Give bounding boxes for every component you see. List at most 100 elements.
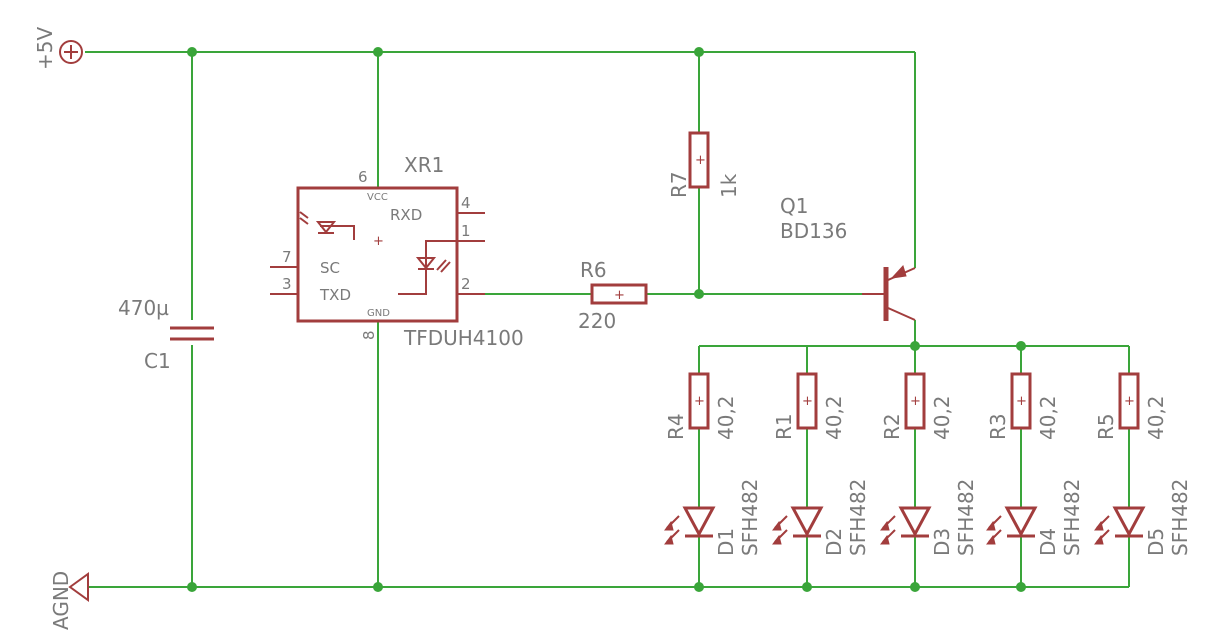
ground-symbol: AGND xyxy=(49,571,89,630)
branch-diode-name: D3 xyxy=(930,528,954,556)
svg-text:+: + xyxy=(614,288,625,303)
branch-resistor-value: 40,2 xyxy=(1144,395,1168,440)
ic-pin-2-number: 2 xyxy=(461,275,471,293)
transistor-emitter-arrow-icon xyxy=(890,265,907,279)
resistor-plus-mark: + xyxy=(802,394,813,409)
emission-arrowhead-icon xyxy=(772,534,782,545)
branch-diode-name: D5 xyxy=(1144,528,1168,556)
light-arrow-icon xyxy=(299,211,309,225)
resistor-r7-body xyxy=(688,131,710,189)
ic-vcc-label: VCC xyxy=(367,192,388,203)
led-diode-icon xyxy=(898,506,932,538)
led-diode-icon xyxy=(682,506,716,538)
junction-dot xyxy=(187,582,197,592)
supply-circle-icon xyxy=(59,40,83,64)
ic-pin-1-number: 1 xyxy=(461,222,471,240)
capacitor-name: C1 xyxy=(144,349,171,373)
branch-resistor-name: R5 xyxy=(1094,413,1118,440)
branch-diode-part: SFH482 xyxy=(738,479,762,556)
branch-resistor-body xyxy=(688,372,710,430)
supply-symbol: +5V xyxy=(33,27,83,70)
ground-triangle-icon xyxy=(68,572,89,602)
branch-diode-name: D2 xyxy=(822,528,846,556)
ic-pin-3-number: 3 xyxy=(282,275,292,293)
emission-arrowhead-icon xyxy=(664,534,674,545)
resistor-plus-mark: + xyxy=(694,394,705,409)
ic-pin-vcc-number: 6 xyxy=(358,168,368,186)
transistor-part: BD136 xyxy=(780,219,847,243)
emission-arrowhead-icon xyxy=(1094,520,1104,531)
ic-pin-7-number: 7 xyxy=(282,248,292,266)
emission-arrowhead-icon xyxy=(664,520,674,531)
ic-gnd-label: GND xyxy=(367,308,390,319)
resistor-plus-mark: + xyxy=(1016,394,1027,409)
resistor-r6-body xyxy=(590,283,648,305)
svg-text:+: + xyxy=(695,153,706,168)
r6-name: R6 xyxy=(580,258,607,282)
ic-part: TFDUH4100 xyxy=(403,326,524,350)
branch-resistor-value: 40,2 xyxy=(822,395,846,440)
ic-pin-gnd-number: 8 xyxy=(360,330,378,340)
emission-arrowhead-icon xyxy=(772,520,782,531)
branch-diode-part: SFH482 xyxy=(1060,479,1084,556)
capacitor-c1: 470µ C1 xyxy=(118,296,214,373)
branch-resistor-body xyxy=(904,372,926,430)
branch-resistor-body xyxy=(1010,372,1032,430)
emission-arrowhead-icon xyxy=(986,520,996,531)
emitter-led-icon xyxy=(315,221,337,234)
capacitor-value: 470µ xyxy=(118,296,169,320)
branch-resistor-name: R1 xyxy=(772,413,796,440)
ground-label: AGND xyxy=(49,571,73,630)
r6-value: 220 xyxy=(578,309,616,333)
branch-resistor-name: R2 xyxy=(880,413,904,440)
junctions xyxy=(187,47,1026,592)
junction-dot xyxy=(694,47,704,57)
branch-diode-part: SFH482 xyxy=(954,479,978,556)
light-arrow-icon xyxy=(436,259,451,273)
transistor-q1: Q1 BD136 xyxy=(780,194,916,321)
branch-resistor-value: 40,2 xyxy=(714,395,738,440)
junction-dot xyxy=(373,47,383,57)
branch-diode-part: SFH482 xyxy=(1168,479,1192,556)
branch-diode-part: SFH482 xyxy=(846,479,870,556)
branch-diode-name: D1 xyxy=(714,528,738,556)
ic-sc-label: SC xyxy=(320,259,340,277)
led-diode-icon xyxy=(790,506,824,538)
branch-resistor-body xyxy=(796,372,818,430)
branch-resistor-value: 40,2 xyxy=(1036,395,1060,440)
branch-resistor-body xyxy=(1118,372,1140,430)
ic-body xyxy=(296,186,459,323)
led-diode-icon xyxy=(1112,506,1146,538)
resistor-r6: + R6 220 xyxy=(578,258,648,333)
junction-dot xyxy=(187,47,197,57)
branch-resistor-name: R3 xyxy=(986,413,1010,440)
junction-dot xyxy=(694,289,704,299)
ic-xr1: XR1 TFDUH4100 6 4 1 2 7 3 8 RXD SC TXD V… xyxy=(270,153,524,350)
resistor-plus-mark: + xyxy=(910,394,921,409)
emission-arrowhead-icon xyxy=(880,520,890,531)
detector-led-icon xyxy=(415,257,437,270)
branch-resistor-value: 40,2 xyxy=(930,395,954,440)
supply-label: +5V xyxy=(33,27,57,70)
branch-resistor-name: R4 xyxy=(664,413,688,440)
resistor-plus-mark: + xyxy=(1124,394,1135,409)
r7-value: 1k xyxy=(717,173,741,198)
resistor-r7: + R7 1k xyxy=(667,131,741,198)
emission-arrowhead-icon xyxy=(986,534,996,545)
r7-name: R7 xyxy=(667,171,691,198)
emission-arrowhead-icon xyxy=(1094,534,1104,545)
transistor-name: Q1 xyxy=(780,194,808,218)
led-diode-icon xyxy=(1004,506,1038,538)
emission-arrowhead-icon xyxy=(880,534,890,545)
ic-rxd-label: RXD xyxy=(390,206,422,224)
branch-diode-name: D4 xyxy=(1036,528,1060,556)
ic-name: XR1 xyxy=(404,153,444,177)
junction-dot xyxy=(373,582,383,592)
